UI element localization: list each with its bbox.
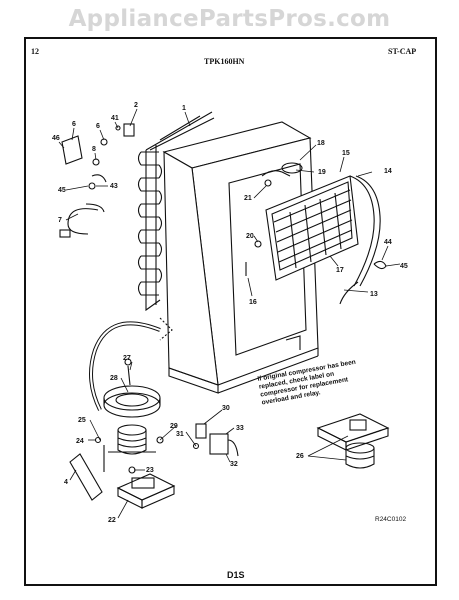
replacement-compressor [316,413,390,469]
overload-relay [192,423,239,457]
callout-46: 46 [52,135,60,142]
mounting-strap [69,453,103,501]
condenser-coil [137,111,215,312]
electrical-parts [59,123,135,238]
callout-6: 6 [72,121,76,128]
callout-5: 6 [96,123,100,130]
diagram-code: R24C0102 [375,516,407,523]
page-label: D1S [227,570,245,580]
callout-45-left: 45 [58,187,66,194]
callout-16: 16 [249,299,257,306]
misc-fasteners [245,162,387,305]
callout-8: 8 [92,146,96,153]
callout-31: 31 [176,431,184,438]
callout-33: 33 [236,425,244,432]
callout-2: 2 [134,102,138,109]
callout-43: 43 [110,183,118,190]
evaporator [261,170,381,287]
callout-18: 18 [317,140,325,147]
callout-23: 23 [146,467,154,474]
leader-lines [58,108,401,519]
callout-44: 44 [384,239,392,246]
callout-30: 30 [222,405,230,412]
callout-26: 26 [296,453,304,460]
callout-4: 4 [64,479,68,486]
callout-28: 28 [110,375,118,382]
base-bracket [116,466,176,509]
callout-32: 32 [230,461,238,468]
callout-14: 14 [384,168,392,175]
refrigerator-cabinet [162,121,319,394]
callout-13: 13 [370,291,378,298]
callout-7: 7 [58,217,62,224]
callout-21: 21 [244,195,252,202]
callout-27: 27 [123,355,131,362]
callout-17: 17 [336,267,344,274]
callout-20: 20 [246,233,254,240]
page-number-header: 12 [31,47,39,56]
callout-45-right: 45 [400,263,408,270]
model-number: TPK160HN [204,57,245,66]
compressor-pad [103,358,161,418]
compressor [94,424,164,472]
callout-19: 19 [318,169,326,176]
callout-22: 22 [108,517,116,524]
callout-41: 41 [111,115,119,122]
site-watermark: AppliancePartsPros.com [68,6,391,32]
callout-29: 29 [170,423,178,430]
callout-1: 1 [182,105,186,112]
callout-15: 15 [342,150,350,157]
callout-25: 25 [78,417,86,424]
section-code: ST-CAP [388,47,417,56]
callout-24: 24 [76,438,84,445]
